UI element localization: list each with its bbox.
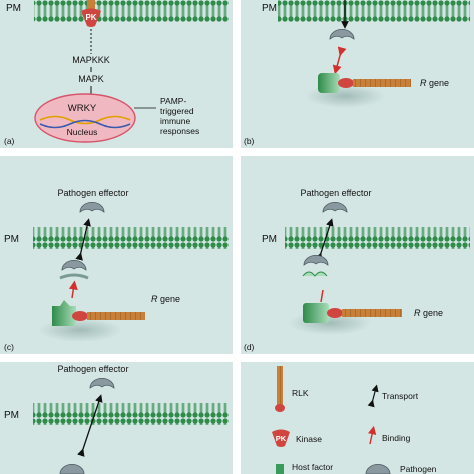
r-gene-chain (87, 312, 145, 320)
protein-shadow (38, 318, 122, 342)
gene-label: gene (160, 294, 180, 304)
transport-arrow (75, 218, 91, 261)
panel-e-content: Pathogen effector PM (4, 364, 229, 474)
panel-c (0, 156, 233, 354)
r-protein-head (72, 311, 88, 321)
legend-host-factor-shape (276, 464, 284, 474)
rlk-legend-chain (277, 366, 283, 406)
pathogen-effector-bound (61, 260, 87, 271)
gene-label: gene (423, 308, 443, 318)
gene-label: gene (429, 78, 449, 88)
legend-pathogen-shape (365, 464, 391, 474)
legend-binding-label: Binding (382, 433, 411, 443)
response-line-1: PAMP- (160, 96, 186, 106)
host-factor-fragment (302, 271, 328, 277)
host-factor (318, 73, 340, 93)
pathogen-effector-label: Pathogen effector (58, 188, 129, 198)
wrky-label: WRKY (68, 103, 97, 114)
legend-binding-arrow (368, 425, 377, 445)
nucleus-label: Nucleus (67, 127, 98, 137)
panel-d-content: Pathogen effector PM R gene (d) (244, 188, 470, 352)
legend-transport-label: Transport (382, 391, 419, 401)
panel-a-content: PM PK MAPKKK MAPK WRKY Nucleus PAMP- tri… (4, 0, 229, 146)
legend-pk-label: PK (276, 434, 287, 443)
panel-c-content: Pathogen effector PM R gene (c) (4, 188, 229, 352)
pm-label: PM (262, 234, 277, 245)
legend-content: RLK Transport PK Kinase Binding Host fac… (272, 366, 437, 474)
r-gene-chain (342, 309, 402, 317)
mapkkk-label: MAPKKK (72, 55, 110, 65)
response-line-2: triggered (160, 106, 194, 116)
panel-b-letter: (b) (244, 136, 255, 146)
pathogen-effector (79, 202, 105, 213)
plasma-membrane (278, 0, 470, 22)
pm-label: PM (4, 410, 19, 421)
panel-c-letter: (c) (4, 342, 14, 352)
r-protein-head (338, 78, 354, 88)
pathogen-effector (329, 29, 355, 40)
panel-legend (241, 362, 474, 474)
pathogen-effector (322, 202, 348, 213)
panel-b-content: PM R gene (b) (244, 0, 470, 146)
plasma-membrane (33, 227, 229, 249)
response-line-4: responses (160, 126, 199, 136)
legend-kinase-shape (272, 429, 290, 447)
host-factor (52, 300, 76, 326)
host-factor-arc (59, 273, 89, 280)
pm-label: PM (4, 234, 19, 245)
r-gene-chain (353, 79, 411, 87)
pm-label: PM (262, 3, 277, 14)
legend-kinase-label: Kinase (296, 434, 322, 444)
nucleus (34, 93, 136, 143)
binding-arrow (332, 46, 347, 75)
dna-strand-2 (39, 119, 131, 129)
binding-arrow (320, 289, 324, 303)
panel-d-letter: (d) (244, 342, 255, 352)
r-protein-head (327, 308, 343, 318)
dna-strand-1 (39, 115, 131, 125)
plasma-membrane (34, 0, 229, 22)
panel-a-letter: (a) (4, 136, 15, 146)
panel-b (241, 0, 474, 148)
plasma-membrane (33, 403, 229, 425)
transport-arrow (315, 218, 334, 261)
legend-transport-arrow (367, 384, 379, 408)
rlk-legend-head (275, 404, 285, 412)
protein-kinase (81, 8, 101, 27)
response-line-3: immune (160, 116, 191, 126)
plasma-membrane (285, 227, 470, 249)
r-gene-label: R (151, 294, 158, 304)
pathogen-effector (89, 378, 115, 389)
binding-arrow (68, 280, 78, 299)
pathogen-effector-label: Pathogen effector (301, 188, 372, 198)
r-gene-label: R (420, 78, 427, 88)
pathogen-effector-partial (59, 464, 85, 474)
pathogen-effector-label: Pathogen effector (58, 364, 129, 374)
rlk-stalk (87, 0, 95, 16)
mapk-label: MAPK (78, 74, 104, 84)
r-gene-label: R (414, 308, 421, 318)
legend-pathogen-label: Pathogen (400, 464, 437, 474)
host-factor (303, 303, 329, 323)
pm-label: PM (6, 3, 21, 14)
transport-arrow (77, 394, 103, 457)
legend-host-factor-label: Host factor (292, 462, 333, 472)
pk-label: PK (85, 13, 96, 22)
legend-rlk-label: RLK (292, 388, 309, 398)
pathogen-effector-bound (303, 255, 329, 266)
